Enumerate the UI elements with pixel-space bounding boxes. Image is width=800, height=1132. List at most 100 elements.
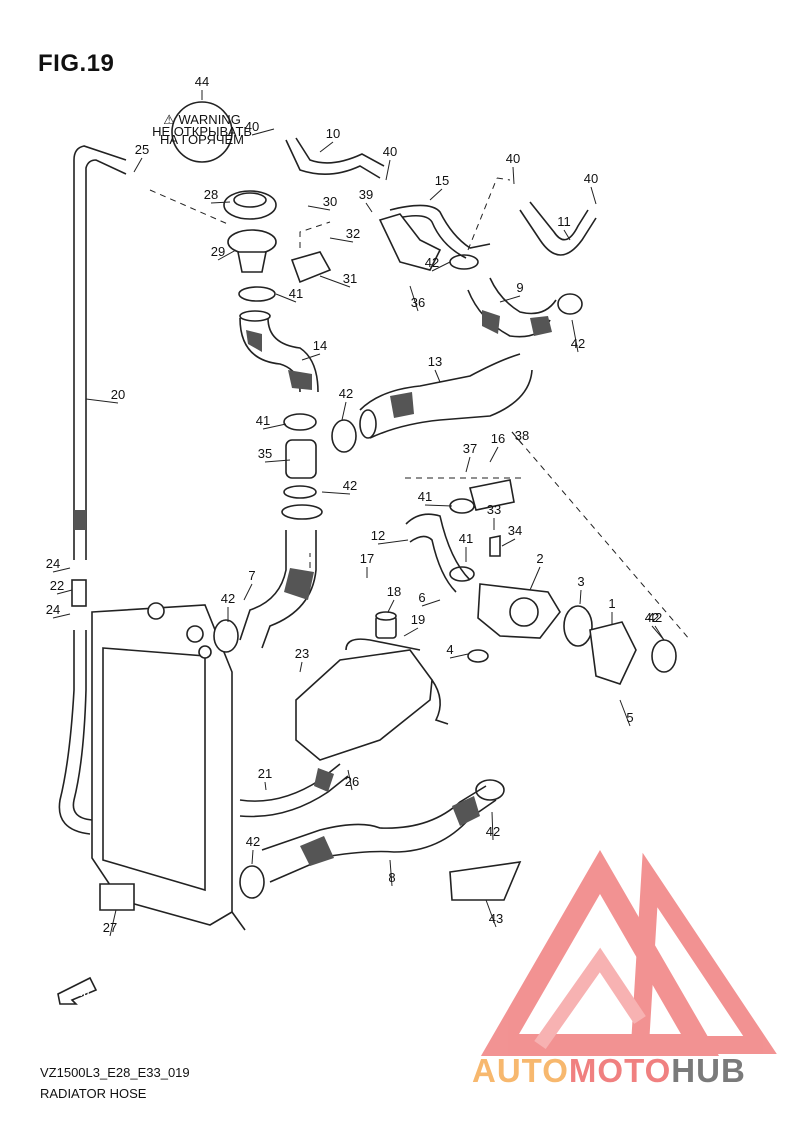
part-number-23: 23 [295,646,309,661]
svg-text:⚠ WARNING: ⚠ WARNING [163,112,241,127]
watermark-text-moto: MOTO [568,1052,672,1089]
leader-line [56,589,73,595]
part-number-24: 24 [46,556,60,571]
part-number-3: 3 [577,574,584,589]
leader-line [485,899,497,928]
part-number-42: 42 [221,591,235,606]
leader-line [210,201,231,204]
reservoir-tank [295,611,449,761]
callout-leaders [52,90,665,937]
overflow-hose [58,145,127,835]
leader-line [319,141,334,153]
hose-14 [239,310,319,393]
diagram-code: VZ1500L3_E28_E33_019 [40,1065,190,1080]
part-number-33: 33 [487,502,501,517]
bracket [290,251,332,284]
part-number-35: 35 [258,446,272,461]
leader-line [465,456,471,473]
part-number-32: 32 [346,226,360,241]
leader-line [501,538,516,547]
leader-line [275,293,297,303]
part-number-17: 17 [360,551,374,566]
part-number-20: 20 [111,387,125,402]
leader-line [133,157,143,173]
part-number-19: 19 [411,612,425,627]
part-number-28: 28 [204,187,218,202]
reference-lines [149,177,691,641]
leader-line [347,769,353,791]
clamps-and-fitting [213,254,677,899]
leader-line [429,188,443,201]
part-number-29: 29 [211,244,225,259]
leader-line [489,446,499,463]
watermark-text-auto: AUTO [472,1052,569,1089]
leader-line [389,859,393,887]
part-number-18: 18 [387,584,401,599]
leader-line [321,491,351,495]
part-number-15: 15 [435,173,449,188]
leader-line [329,237,354,243]
leader-line [251,128,275,136]
thermostat-group [405,479,637,685]
part-number-34: 34 [508,523,522,538]
part-number-39: 39 [359,187,373,202]
part-number-26: 26 [345,774,359,789]
part-number-21: 21 [258,766,272,781]
part-number-41: 41 [256,413,270,428]
part-number-40: 40 [584,171,598,186]
watermark-logo [480,850,777,1056]
leader-line [385,159,391,181]
part-number-4: 4 [446,642,453,657]
svg-text:НА ГОРЯЧЕМ: НА ГОРЯЧЕМ [160,132,244,147]
leader-line [52,613,71,619]
leader-line [499,295,521,303]
leader-line [262,423,287,430]
part-number-42: 42 [425,255,439,270]
leader-line [301,353,321,361]
leader-line [243,583,253,601]
leader-line [421,599,441,607]
fwd-arrow-icon: FWD [57,976,98,1005]
leader-line [571,319,579,353]
leader-line [341,401,347,421]
leader-line [409,285,419,312]
part-number-13: 13 [428,354,442,369]
part-number-42: 42 [648,610,662,625]
diagram-name: RADIATOR HOSE [40,1086,147,1101]
leader-line [319,275,351,288]
leader-line [512,166,515,185]
leader-line [365,202,373,213]
part-number-14: 14 [313,338,327,353]
leader-line [85,398,119,404]
leader-line [590,186,597,205]
leader-line [264,781,267,791]
part-number-2: 2 [536,551,543,566]
leader-line [52,567,71,573]
watermark-text-hub: HUB [671,1052,746,1089]
part-number-42: 42 [486,824,500,839]
leader-line [251,849,254,865]
figure-title: FIG.19 [38,50,115,77]
part-number-9: 9 [516,280,523,295]
part-number-40: 40 [383,144,397,159]
leader-line [449,653,469,659]
part-number-11: 11 [557,214,571,229]
watermark-brand-text: AUTOMOTOHUB [472,1052,746,1090]
part-number-41: 41 [418,489,432,504]
part-number-8: 8 [388,870,395,885]
part-number-25: 25 [135,142,149,157]
part-number-42: 42 [645,610,659,625]
part-number-42: 42 [571,336,585,351]
part-number-22: 22 [50,578,64,593]
part-number-40: 40 [506,151,520,166]
leader-line [619,699,631,727]
part-number-42: 42 [246,834,260,849]
part-number-16: 16 [491,431,505,446]
leader-line [403,627,419,637]
part-number-38: 38 [515,428,529,443]
part-number-43: 43 [489,911,503,926]
leader-line [307,205,331,211]
leader-line [654,625,665,641]
